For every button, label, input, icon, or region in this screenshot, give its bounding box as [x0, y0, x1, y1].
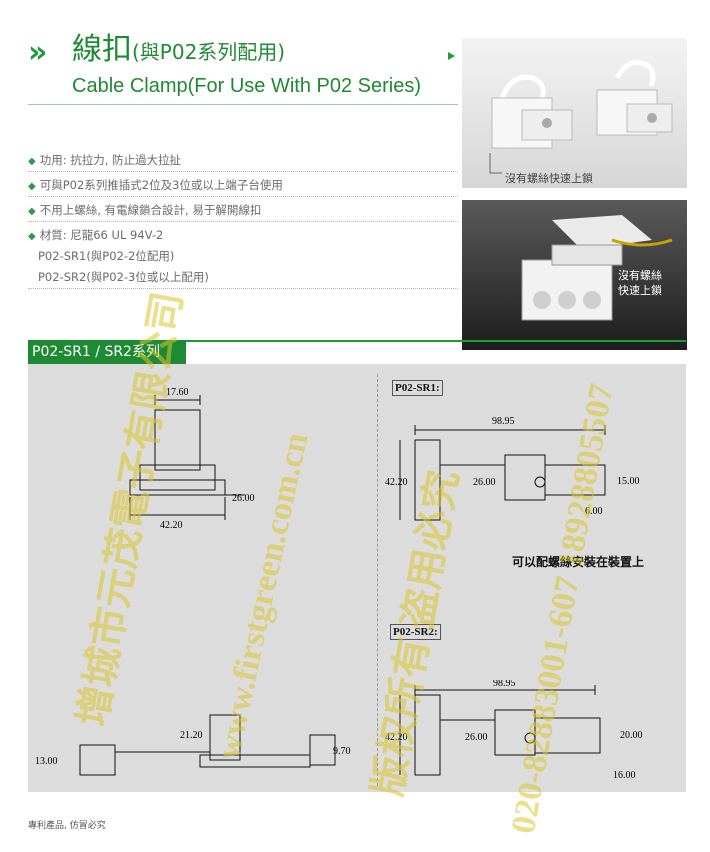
divider — [28, 196, 458, 197]
sr1-mid: 26.00 — [473, 477, 496, 488]
feature-text: 功用: 抗拉力, 防止過大拉扯 — [39, 153, 182, 167]
series-tab: P02-SR1 / SR2系列 — [28, 340, 186, 364]
dim-width: 17.60 — [166, 387, 189, 398]
sr1-r: 15.00 — [617, 476, 640, 487]
terminal-block-illustration — [521, 215, 673, 321]
sr2-s: 16.00 — [613, 770, 636, 781]
divider — [28, 288, 458, 289]
sr2-mid: 26.00 — [465, 732, 488, 743]
page-title-en: Cable Clamp(For Use With P02 Series) — [72, 75, 421, 97]
diamond-bullet-icon: ◆ — [28, 231, 36, 242]
mounting-note: 可以配螺絲安裝在裝置上 — [512, 555, 645, 569]
diamond-bullet-icon: ◆ — [28, 156, 36, 167]
series-bar — [28, 340, 686, 342]
feature-item: ◆不用上螺絲, 有電線鎖合設計, 易于解開線扣 — [28, 202, 261, 218]
arrow-icon — [448, 52, 455, 60]
feature-item: ◆可與P02系列推插式2位及3位或以上端子台使用 — [28, 177, 283, 193]
sr2-drawing: 98.95 42.20 26.00 20.00 16.00 — [385, 680, 643, 781]
product-photo-assembled — [462, 200, 687, 350]
drawing-divider — [377, 374, 379, 786]
feature-item: ◆材質: 尼龍66 UL 94V-2 — [28, 227, 163, 243]
divider — [28, 171, 458, 172]
title-cn: 線扣 — [72, 32, 132, 67]
front-view-drawing: 17.60 26.00 42.20 — [129, 387, 255, 530]
diamond-bullet-icon: ◆ — [28, 181, 36, 192]
feature-text: 可與P02系列推插式2位及3位或以上端子台使用 — [39, 178, 283, 192]
sr2-len: 98.95 — [493, 680, 516, 689]
cable-clamp-illustration — [489, 60, 673, 174]
side-view-drawing: 21.20 13.00 9.70 — [35, 714, 351, 776]
photo-caption-top: 沒有螺絲快速上鎖 — [505, 172, 593, 185]
dim-13: 13.00 — [35, 756, 58, 767]
product-photo-white — [462, 38, 687, 188]
divider — [28, 221, 458, 222]
title-cn-suffix: (與P02系列配用) — [132, 40, 286, 64]
feature-item: ◆功用: 抗拉力, 防止過大拉扯 — [28, 152, 181, 168]
footer-note: 專利產品, 仿冒必究 — [28, 821, 106, 831]
dim-depth: 26.00 — [232, 493, 255, 504]
sr2-h: 42.20 — [385, 732, 408, 743]
model-sr2: P02-SR2(與P02-3位或以上配用) — [38, 270, 209, 284]
sr1-len: 98.95 — [492, 416, 515, 427]
page-title: 線扣(與P02系列配用) — [72, 32, 285, 70]
feature-text: 材質: 尼龍66 UL 94V-2 — [39, 228, 164, 242]
sr2-label: P02-SR2: — [390, 624, 441, 640]
sr2-r: 20.00 — [620, 730, 643, 741]
sr1-drawing: 98.95 42.20 26.00 15.00 6.00 — [385, 416, 640, 521]
caption-line: 沒有螺絲 — [618, 269, 662, 282]
sr1-label: P02-SR1: — [392, 380, 443, 396]
feature-text: 不用上螺絲, 有電線鎖合設計, 易于解開線扣 — [39, 203, 262, 217]
diamond-bullet-icon: ◆ — [28, 206, 36, 217]
sr1-s: 6.00 — [585, 506, 603, 517]
dim-9: 9.70 — [333, 746, 351, 757]
technical-drawing-panel — [28, 364, 686, 792]
header-divider — [28, 104, 458, 105]
chevron-icon: » — [28, 35, 48, 70]
model-sr1: P02-SR1(與P02-2位配用) — [38, 249, 175, 263]
caption-line: 快速上鎖 — [618, 284, 662, 297]
dim-total: 42.20 — [160, 520, 183, 530]
dim-height: 21.20 — [180, 730, 203, 741]
sr1-h: 42.20 — [385, 477, 408, 488]
photo-caption-bottom: 沒有螺絲快速上鎖 — [618, 268, 662, 298]
